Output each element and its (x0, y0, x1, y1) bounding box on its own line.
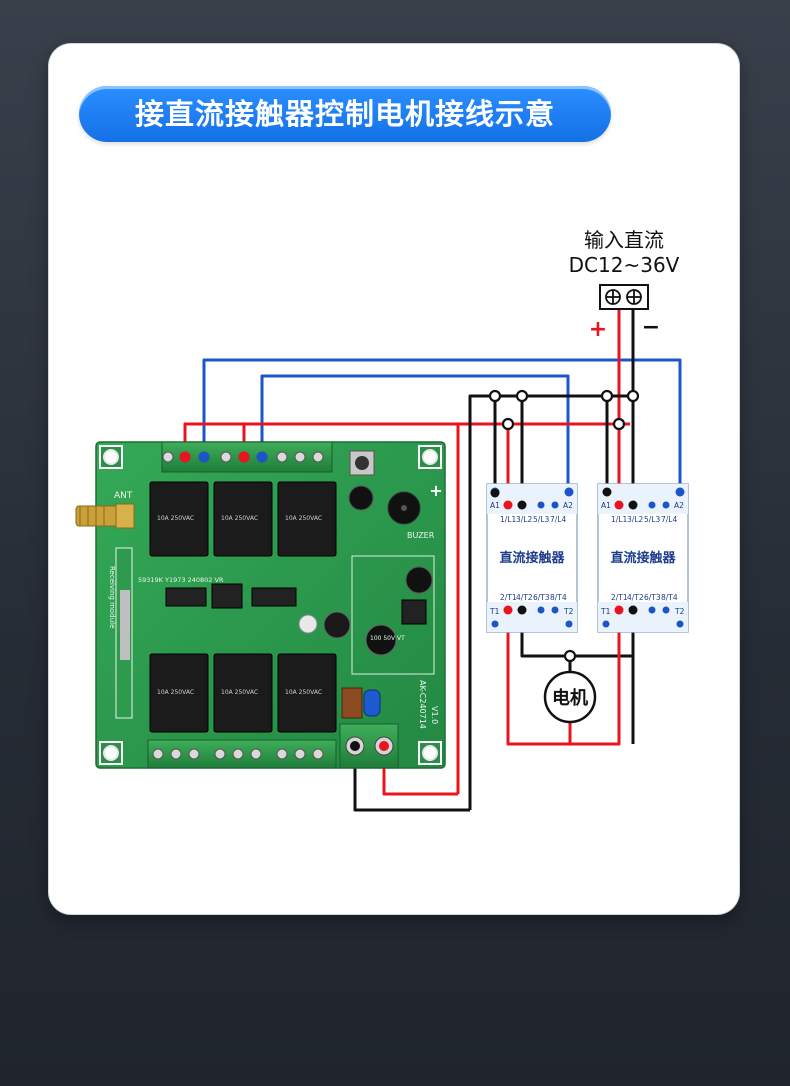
push-button (349, 450, 375, 476)
contactor-title: 直流接触器 (499, 550, 565, 566)
buzzer-label: BUZER (407, 531, 435, 540)
contactor-top-label: 7/L4 (661, 515, 677, 524)
relay-text: 10A 250VAC (285, 515, 322, 522)
junction (600, 389, 614, 403)
junction (612, 417, 626, 431)
contactor-bottom-label: 6/T3 (644, 593, 661, 602)
contactor-t2-label: T2 (563, 607, 574, 616)
serial-text: 59319K Y1973 240802 VR (138, 576, 224, 584)
contactor-bottom-label: 8/T4 (661, 593, 678, 602)
power-plus-sign: + (589, 317, 607, 342)
wire-black-bus (468, 394, 633, 810)
dc-module (351, 555, 435, 675)
junctions (488, 389, 640, 663)
receiver-board: 10A 250VAC 10A 250VAC 10A 250VAC 10A 250… (75, 441, 446, 769)
antenna-label: ANT (114, 491, 133, 501)
mounting-holes (99, 445, 442, 765)
wire-black-motor-1 (520, 610, 635, 658)
board-plus-mark: + (429, 481, 442, 500)
contactor-top-label: 7/L4 (550, 515, 566, 524)
contactor-t1-label: T1 (600, 607, 611, 616)
contactor-top-label: 1/L1 (500, 515, 516, 524)
wire-blue-2 (260, 374, 570, 493)
contactor-bottom-label: 2/T1 (611, 593, 628, 602)
bottom-terminal-blocks (147, 739, 337, 769)
contactor-a2-label: A2 (563, 501, 573, 510)
fuse (341, 687, 381, 719)
relay-text: 10A 250VAC (285, 689, 322, 696)
contactor-a2-label: A2 (674, 501, 684, 510)
contactor-bottom-label: 8/T4 (550, 593, 567, 602)
motor-label: 电机 (552, 687, 588, 709)
power-input-voltage: DC12~36V (569, 253, 680, 277)
relay-text: 10A 250VAC (157, 515, 194, 522)
wire-blue-1 (202, 358, 682, 493)
junction (501, 417, 515, 431)
contactor-a1-label: A1 (490, 501, 500, 510)
model-label: AK-C240714 (418, 680, 427, 729)
power-input: 输入直流 DC12~36V + − (569, 228, 680, 342)
screw-icon (602, 487, 685, 628)
relay-labels: 10A 250VAC 10A 250VAC 10A 250VAC 10A 250… (157, 515, 322, 696)
contactor-top-label: 5/L3 (644, 515, 660, 524)
contactor-bottom-label: 4/T2 (516, 593, 533, 602)
junction (626, 389, 640, 403)
power-input-label: 输入直流 (584, 228, 664, 252)
contactor-2: A1 A2 1/L1 3/L2 5/L3 7/L4 直流接触器 2/T1 4/T… (597, 483, 689, 633)
contactor-bottom-label: 4/T2 (627, 593, 644, 602)
board-power-terminals (339, 723, 399, 769)
contactor-a1-label: A1 (601, 501, 611, 510)
wire-red-motor-2 (570, 610, 621, 746)
page-title: 接直流接触器控制电机接线示意 (79, 86, 611, 142)
antenna-connector (75, 503, 135, 529)
capacitors (298, 485, 433, 656)
version-label: V1.0 (430, 706, 439, 724)
contactor-bottom-label: 6/T3 (533, 593, 550, 602)
motor-icon (543, 670, 597, 724)
buzzer (387, 491, 421, 525)
contactor-1: A1 A2 1/L1 3/L2 5/L3 7/L4 直流接触器 2/T1 4/T… (486, 483, 578, 633)
relay-text: 10A 250VAC (221, 515, 258, 522)
relays-bottom (149, 653, 337, 733)
junction (488, 389, 502, 403)
relay-text: 10A 250VAC (157, 689, 194, 696)
motor: 电机 (543, 670, 597, 724)
module-label: Receiving module (108, 566, 116, 628)
power-minus-sign: − (642, 315, 660, 340)
wire-endpoints (490, 488, 500, 498)
relays-top (149, 481, 337, 557)
contactor-top-label: 5/L3 (533, 515, 549, 524)
contactor-t1-label: T1 (489, 607, 500, 616)
capacitor-text: 100 50V VT (370, 635, 405, 642)
wire-red-motor-1 (506, 610, 572, 746)
ic-chips (165, 583, 427, 625)
relay-text: 10A 250VAC (221, 689, 258, 696)
contactor-t2-label: T2 (674, 607, 685, 616)
junction (515, 389, 529, 403)
contactor-title: 直流接触器 (610, 550, 676, 566)
contactor-top-label: 3/L2 (627, 515, 643, 524)
top-terminal-blocks (161, 441, 333, 473)
screw-terminal-icon (605, 289, 642, 305)
junction (563, 649, 577, 663)
contactor-bottom-label: 2/T1 (500, 593, 517, 602)
receiving-module: Receiving module (108, 547, 133, 719)
contactor-top-label: 1/L1 (611, 515, 627, 524)
contactor-top-label: 3/L2 (516, 515, 532, 524)
